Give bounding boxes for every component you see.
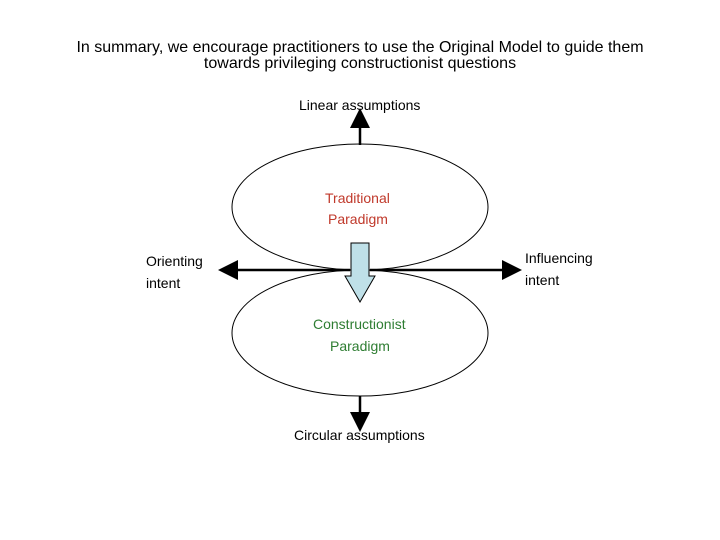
paradigm-shift-arrow — [344, 242, 376, 304]
slide-title: In summary, we encourage practitioners t… — [20, 40, 700, 72]
linear-assumptions-label: Linear assumptions — [299, 97, 421, 113]
traditional-label: Traditional — [325, 190, 390, 206]
title-line-2: towards privileging constructionist ques… — [203, 55, 517, 72]
influencing-label: Influencing — [525, 250, 593, 266]
circular-assumptions-label: Circular assumptions — [294, 427, 425, 443]
constructionist-label: Constructionist — [313, 316, 406, 332]
orienting-label: Orienting — [146, 253, 203, 269]
orienting-intent-label: intent — [146, 275, 181, 291]
influencing-intent-label: intent — [525, 272, 560, 288]
traditional-paradigm-label: Paradigm — [328, 211, 388, 227]
title-line-1: In summary, we encourage practitioners t… — [76, 39, 644, 56]
constructionist-paradigm-label: Paradigm — [330, 338, 390, 354]
